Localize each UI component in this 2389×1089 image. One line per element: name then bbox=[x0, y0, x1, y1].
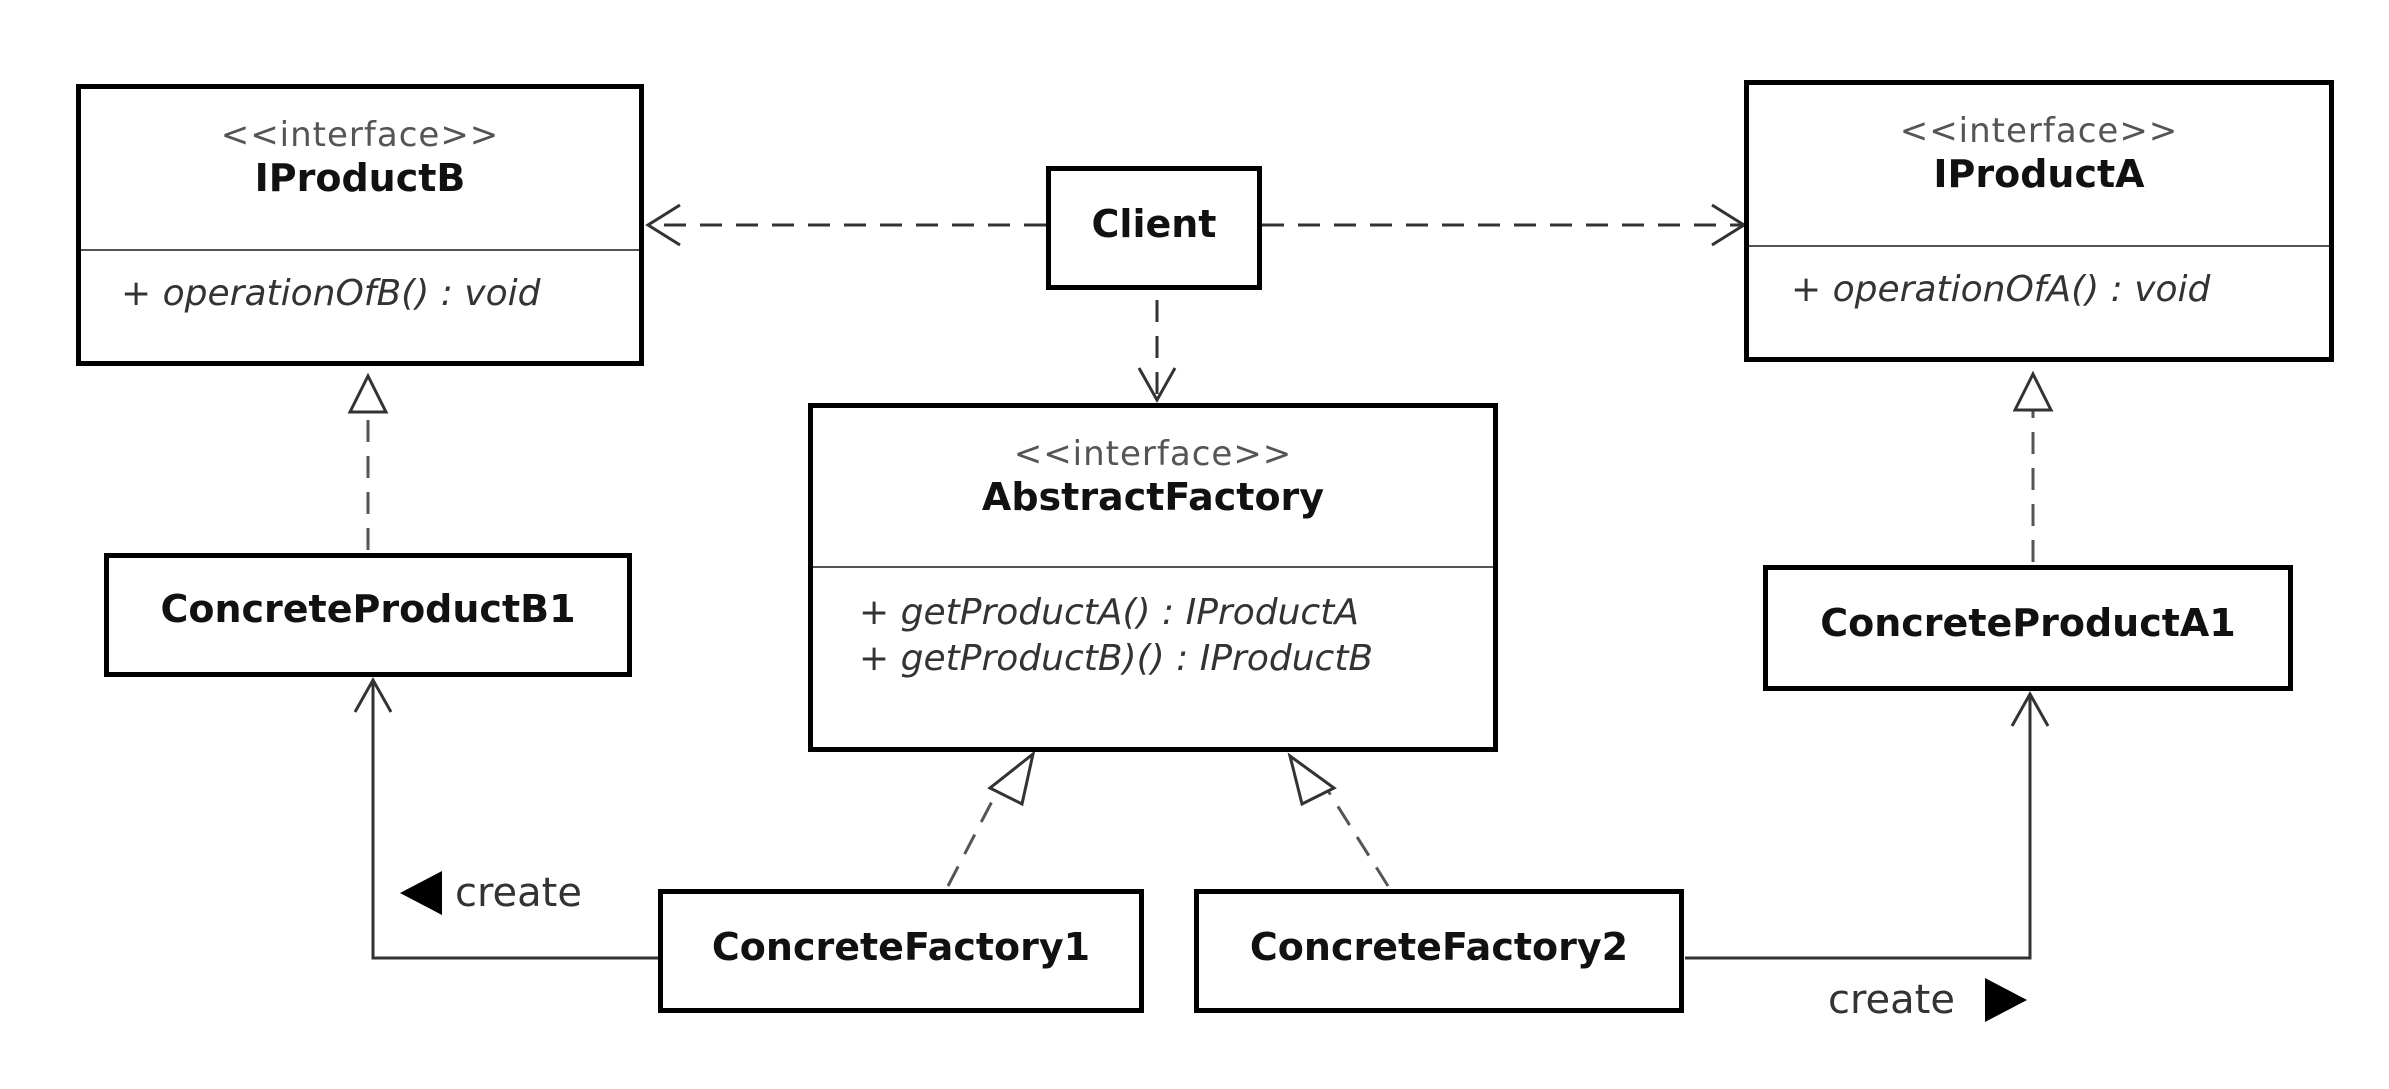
operation-item: + getProductB)() : IProductB bbox=[859, 638, 1374, 679]
class-concretefactory2[interactable]: ConcreteFactory2 bbox=[1194, 889, 1684, 1013]
realization-head-cf1 bbox=[987, 750, 1036, 807]
class-name: ConcreteProductB1 bbox=[160, 587, 576, 631]
stereotype-label: <<interface>> bbox=[1899, 111, 2179, 151]
stereotype-label: <<interface>> bbox=[1013, 434, 1293, 474]
class-name: IProductB bbox=[254, 156, 466, 200]
realization-head-iproducta bbox=[2012, 370, 2054, 412]
class-name: Client bbox=[1091, 202, 1217, 246]
create-arrowhead-a1 bbox=[2010, 690, 2050, 727]
create-direction-left-icon bbox=[400, 871, 442, 915]
class-name: AbstractFactory bbox=[981, 475, 1325, 519]
realization-cf1-abstractfactory bbox=[946, 785, 1002, 887]
operation-item: + operationOfB() : void bbox=[121, 273, 541, 314]
create-label-right: create bbox=[1828, 977, 1955, 1023]
arrowhead-iproductb bbox=[645, 203, 681, 247]
realization-cf2-abstractfactory bbox=[1323, 785, 1390, 887]
create-direction-right-icon bbox=[1985, 978, 2027, 1022]
create-association-a1 bbox=[1685, 694, 2032, 960]
class-iproducta[interactable]: <<interface>> IProductA + operationOfA()… bbox=[1744, 80, 2334, 362]
operation-item: + operationOfA() : void bbox=[1791, 269, 2211, 310]
class-name: ConcreteFactory2 bbox=[1249, 925, 1629, 969]
class-abstractfactory[interactable]: <<interface>> AbstractFactory + getProdu… bbox=[808, 403, 1498, 752]
stereotype-label: <<interface>> bbox=[220, 115, 500, 155]
class-concretefactory1[interactable]: ConcreteFactory1 bbox=[658, 889, 1144, 1013]
create-association-b1 bbox=[371, 680, 660, 960]
create-arrowhead-b1 bbox=[353, 676, 393, 713]
class-name: IProductA bbox=[1933, 152, 2145, 196]
realization-head-cf2 bbox=[1287, 752, 1337, 807]
operation-item: + getProductA() : IProductA bbox=[859, 592, 1359, 633]
realization-head-iproductb bbox=[347, 372, 389, 414]
create-label-left: create bbox=[455, 870, 582, 916]
class-concreteproductb1[interactable]: ConcreteProductB1 bbox=[104, 553, 632, 677]
class-name: ConcreteProductA1 bbox=[1820, 601, 2236, 645]
class-concreteproducta1[interactable]: ConcreteProductA1 bbox=[1763, 565, 2293, 691]
class-iproductb[interactable]: <<interface>> IProductB + operationOfB()… bbox=[76, 84, 644, 366]
class-name: ConcreteFactory1 bbox=[711, 925, 1091, 969]
arrowhead-abstractfactory bbox=[1137, 367, 1177, 404]
class-client[interactable]: Client bbox=[1046, 166, 1262, 290]
